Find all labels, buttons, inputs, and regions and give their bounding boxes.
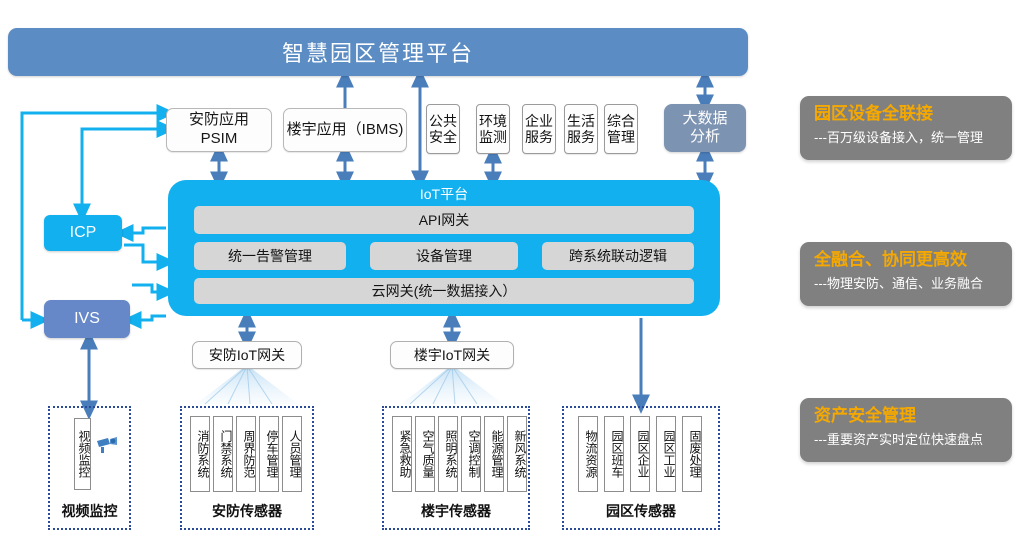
sensor-cell-park-industry[interactable]: 园区工业: [656, 416, 676, 492]
sensor-cell-hvac-control[interactable]: 空调控制: [461, 416, 481, 492]
mini-line1: 综合: [607, 112, 635, 129]
mini-line2: 管理: [607, 129, 635, 145]
app-psim-line1: 安防应用: [188, 111, 249, 129]
feature-panel-subtitle-2: ---物理安防、通信、业务融合: [814, 276, 983, 292]
arrow-icp-to-psim: [80, 120, 176, 147]
app-mini-integrated-management[interactable]: 综合 管理: [604, 104, 638, 154]
app-mini-public-safety[interactable]: 公共 安全: [426, 104, 460, 154]
sensor-group-video-surveillance: 视频监控 视频监控: [48, 406, 131, 530]
app-psim-line2: PSIM: [200, 130, 238, 147]
sensor-group-label-park: 园区传感器: [606, 503, 676, 519]
sensor-cell-lighting-system[interactable]: 照明系统: [438, 416, 458, 492]
sensor-cell-emergency-help[interactable]: 紧急救助: [392, 416, 412, 492]
sensor-cell-perimeter-defense[interactable]: 周界防范: [236, 416, 256, 492]
iot-platform-panel: IoT平台 API网关 统一告警管理 设备管理 跨系统联动逻辑 云网关(统一数据…: [168, 180, 720, 316]
app-mini-environment-monitor[interactable]: 环境 监测: [476, 104, 510, 154]
iot-cross-system-linkage[interactable]: 跨系统联动逻辑: [542, 242, 694, 270]
gateway-building-iot[interactable]: 楼宇IoT网关: [390, 341, 514, 369]
app-mini-life-service[interactable]: 生活 服务: [564, 104, 598, 154]
iot-device-management[interactable]: 设备管理: [370, 242, 518, 270]
mini-line1: 生活: [567, 112, 595, 129]
mini-line1: 企业: [525, 112, 553, 129]
sensor-group-label-video: 视频监控: [61, 503, 118, 519]
mini-line2: 服务: [567, 129, 595, 145]
iot-unified-alarm-management[interactable]: 统一告警管理: [194, 242, 346, 270]
arrow-iot-icp-elbow: [114, 224, 176, 271]
sensor-group-building-sensors: 紧急救助 空气质量 照明系统 空调控制 能源管理 新风系统 楼宇传感器: [382, 406, 530, 530]
fan-security-gateway: [196, 365, 298, 405]
mini-line2: 监测: [479, 129, 507, 145]
sensor-cell-parking-mgmt[interactable]: 停车管理: [259, 416, 279, 492]
sensor-group-security-sensors: 消防系统 门禁系统 周界防范 停车管理 人员管理 安防传感器: [180, 406, 314, 530]
sensor-cell-fresh-air[interactable]: 新风系统: [507, 416, 527, 492]
mini-line2: 服务: [525, 129, 553, 145]
sensor-cell-logistics-resource[interactable]: 物流资源: [578, 416, 598, 492]
feature-panel-subtitle-3: ---重要资产实时定位快速盘点: [814, 432, 983, 448]
feature-panel-title-1: 园区设备全联接: [814, 104, 933, 123]
app-mini-enterprise-service[interactable]: 企业 服务: [522, 104, 556, 154]
bigdata-line1: 大数据: [682, 110, 728, 127]
feature-panel-asset-security: 资产安全管理 ---重要资产实时定位快速盘点: [800, 398, 1012, 462]
page-title-banner: 智慧园区管理平台: [8, 28, 748, 76]
feature-panel-device-connectivity: 园区设备全联接 ---百万级设备接入，统一管理: [800, 96, 1012, 160]
node-ivs[interactable]: IVS: [44, 300, 130, 338]
sensor-cell-personnel-mgmt[interactable]: 人员管理: [282, 416, 302, 492]
feature-panel-full-convergence: 全融合、协同更高效 ---物理安防、通信、业务融合: [800, 242, 1012, 306]
app-box-psim[interactable]: 安防应用 PSIM: [166, 108, 272, 152]
sensor-cell-video-surveillance[interactable]: 视频监控: [74, 418, 91, 490]
big-data-analysis-box[interactable]: 大数据 分析: [664, 104, 746, 152]
sensor-group-park-sensors: 物流资源 园区班车 园区企业 园区工业 固废处理 园区传感器: [562, 406, 720, 530]
fan-building-gateway: [401, 365, 503, 405]
sensor-cell-fire-system[interactable]: 消防系统: [190, 416, 210, 492]
sensor-cell-air-quality[interactable]: 空气质量: [415, 416, 435, 492]
camera-icon: [97, 437, 117, 453]
mini-line1: 公共: [429, 112, 457, 129]
feature-panel-subtitle-1: ---百万级设备接入，统一管理: [814, 130, 983, 146]
arrow-iot-ivs-elbow: [122, 283, 176, 329]
iot-platform-title: IoT平台: [419, 186, 469, 202]
feature-panel-title-3: 资产安全管理: [814, 406, 916, 425]
node-ivs-label: IVS: [74, 310, 100, 327]
iot-api-gateway[interactable]: API网关: [194, 206, 694, 234]
gateway-security-iot[interactable]: 安防IoT网关: [192, 341, 302, 369]
mini-line2: 安全: [429, 129, 457, 145]
sensor-cell-access-control[interactable]: 门禁系统: [213, 416, 233, 492]
sensor-cell-solid-waste[interactable]: 固废处理: [682, 416, 702, 492]
sensor-group-label-building: 楼宇传感器: [421, 503, 491, 519]
feature-panel-title-2: 全融合、协同更高效: [814, 250, 967, 269]
sensor-cell-park-shuttle[interactable]: 园区班车: [604, 416, 624, 492]
iot-cloud-gateway[interactable]: 云网关(统一数据接入）: [194, 278, 694, 304]
mini-line1: 环境: [479, 112, 507, 129]
sensor-group-label-security: 安防传感器: [212, 503, 282, 519]
app-box-ibms[interactable]: 楼宇应用（IBMS): [283, 108, 407, 152]
page-title: 智慧园区管理平台: [281, 41, 474, 66]
app-ibms-label: 楼宇应用（IBMS): [286, 120, 404, 138]
sensor-cell-energy-mgmt[interactable]: 能源管理: [484, 416, 504, 492]
node-icp[interactable]: ICP: [44, 215, 122, 251]
sensor-cell-park-enterprise[interactable]: 园区企业: [630, 416, 650, 492]
bigdata-line2: 分析: [689, 128, 720, 145]
node-icp-label: ICP: [69, 224, 97, 241]
